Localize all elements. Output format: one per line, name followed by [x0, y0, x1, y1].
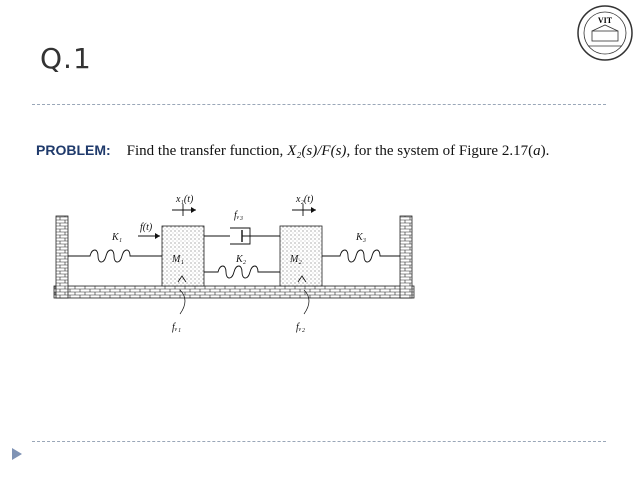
label-m1: M₁ — [171, 254, 184, 265]
friction-fv1-symbol — [177, 275, 187, 315]
damper-fv3 — [204, 227, 280, 245]
mechanical-system-diagram: x₁(t) x₂(t) f(t) fᵥ₃ K₁ K₂ K₃ M₁ M₂ fᵥ₁ … — [53, 194, 415, 333]
label-m2: M₂ — [289, 254, 302, 265]
label-x1: x₁(t) — [175, 194, 194, 205]
institute-seal-icon: VIT — [577, 5, 633, 61]
spring-k2 — [204, 265, 280, 279]
x2-arrow — [292, 204, 316, 216]
logo-text: VIT — [598, 16, 613, 25]
label-fv2: fᵥ₂ — [296, 322, 306, 333]
label-k2: K₂ — [235, 254, 247, 265]
label-k3: K₃ — [355, 232, 367, 243]
problem-statement: PROBLEM: Find the transfer function, X₂(s… — [36, 142, 549, 160]
problem-text: Find the transfer function, X₂(s)/F(s), … — [126, 143, 550, 159]
spring-k1 — [68, 249, 162, 263]
left-wall — [55, 215, 69, 299]
label-force: f(t) — [140, 222, 153, 233]
divider — [32, 441, 606, 442]
force-arrow — [138, 233, 160, 239]
play-icon[interactable] — [10, 447, 24, 461]
problem-label: PROBLEM: — [36, 142, 111, 158]
label-k1: K₁ — [111, 232, 122, 243]
right-wall — [399, 215, 413, 299]
label-x2: x₂(t) — [295, 194, 314, 205]
ground — [53, 285, 415, 299]
label-fv3: fᵥ₃ — [234, 210, 244, 221]
page-title: Q.1 — [40, 42, 92, 75]
label-fv1: fᵥ₁ — [172, 322, 181, 333]
divider — [32, 104, 606, 105]
x1-arrow — [172, 204, 196, 216]
friction-fv2-symbol — [297, 275, 310, 315]
spring-k3 — [322, 249, 400, 263]
